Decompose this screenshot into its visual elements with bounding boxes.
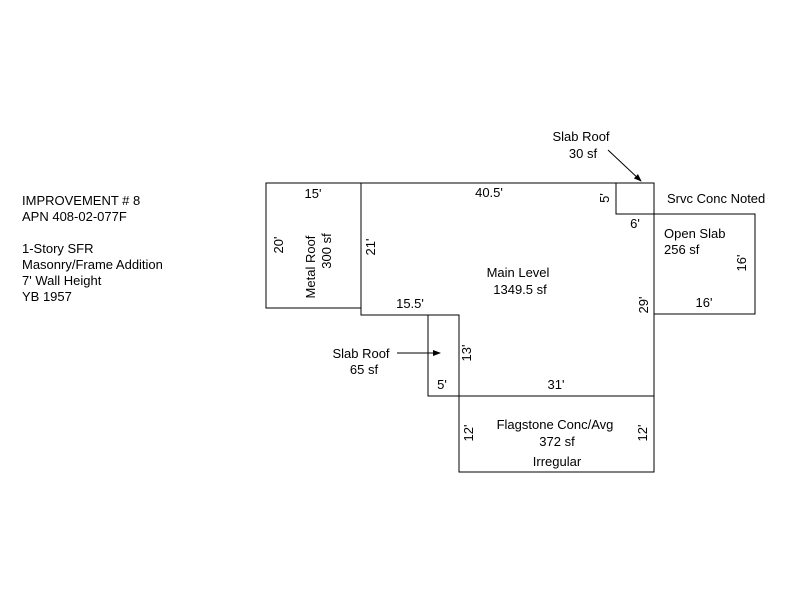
wall-height: 7' Wall Height bbox=[22, 273, 102, 288]
slab-roof-left-dim-bottom: 5' bbox=[437, 377, 447, 392]
srvc-conc-label: Srvc Conc Noted bbox=[667, 191, 765, 206]
improvement-number: IMPROVEMENT # 8 bbox=[22, 193, 141, 208]
open-slab-dim-bottom: 16' bbox=[696, 295, 713, 310]
main-level-dim-step: 15.5' bbox=[396, 296, 424, 311]
flagstone-area: 372 sf bbox=[539, 434, 575, 449]
open-slab-outline bbox=[654, 213, 756, 315]
main-level-dim-top: 40.5' bbox=[475, 185, 503, 200]
metal-roof-area: 300 sf bbox=[319, 233, 334, 269]
slab-roof-top-dim-side: 5' bbox=[597, 193, 612, 203]
construction-type: Masonry/Frame Addition bbox=[22, 257, 163, 272]
apn-number: APN 408-02-077F bbox=[22, 209, 127, 224]
year-built: YB 1957 bbox=[22, 289, 72, 304]
main-level-label: Main Level bbox=[487, 265, 550, 280]
slab-roof-left-label: Slab Roof bbox=[332, 346, 389, 361]
flagstone-dim-right: 12' bbox=[635, 425, 650, 442]
open-slab-label: Open Slab bbox=[664, 226, 725, 241]
main-level-dim-left: 21' bbox=[363, 239, 378, 256]
open-slab-area: 256 sf bbox=[664, 242, 700, 257]
slab-roof-top-outline bbox=[615, 182, 655, 215]
metal-roof-label: Metal Roof bbox=[303, 235, 318, 298]
slab-roof-left-dim-right: 13' bbox=[459, 345, 474, 362]
flagstone-label: Flagstone Conc/Avg bbox=[497, 417, 614, 432]
improvement-info: IMPROVEMENT # 8 APN 408-02-077F 1-Story … bbox=[22, 193, 163, 305]
metal-roof-dim-top: 15' bbox=[305, 186, 322, 201]
building-type: 1-Story SFR bbox=[22, 241, 94, 256]
open-slab-dim-right: 16' bbox=[734, 255, 749, 272]
slab-roof-top-label: Slab Roof bbox=[552, 129, 609, 144]
slab-roof-top-arrow bbox=[607, 149, 642, 182]
flagstone-dim-left: 12' bbox=[461, 425, 476, 442]
main-level-dim-bottom: 31' bbox=[548, 377, 565, 392]
main-level-dim-right: 29' bbox=[636, 297, 651, 314]
slab-roof-top-dim-bottom: 6' bbox=[630, 216, 640, 231]
metal-roof-dim-left: 20' bbox=[271, 237, 286, 254]
main-level-area: 1349.5 sf bbox=[493, 282, 547, 297]
flagstone-outline bbox=[458, 395, 655, 473]
slab-roof-left-outline bbox=[427, 315, 459, 397]
flagstone-shape: Irregular bbox=[533, 454, 582, 469]
slab-roof-top-area: 30 sf bbox=[569, 146, 598, 161]
slab-roof-left-area: 65 sf bbox=[350, 362, 379, 377]
